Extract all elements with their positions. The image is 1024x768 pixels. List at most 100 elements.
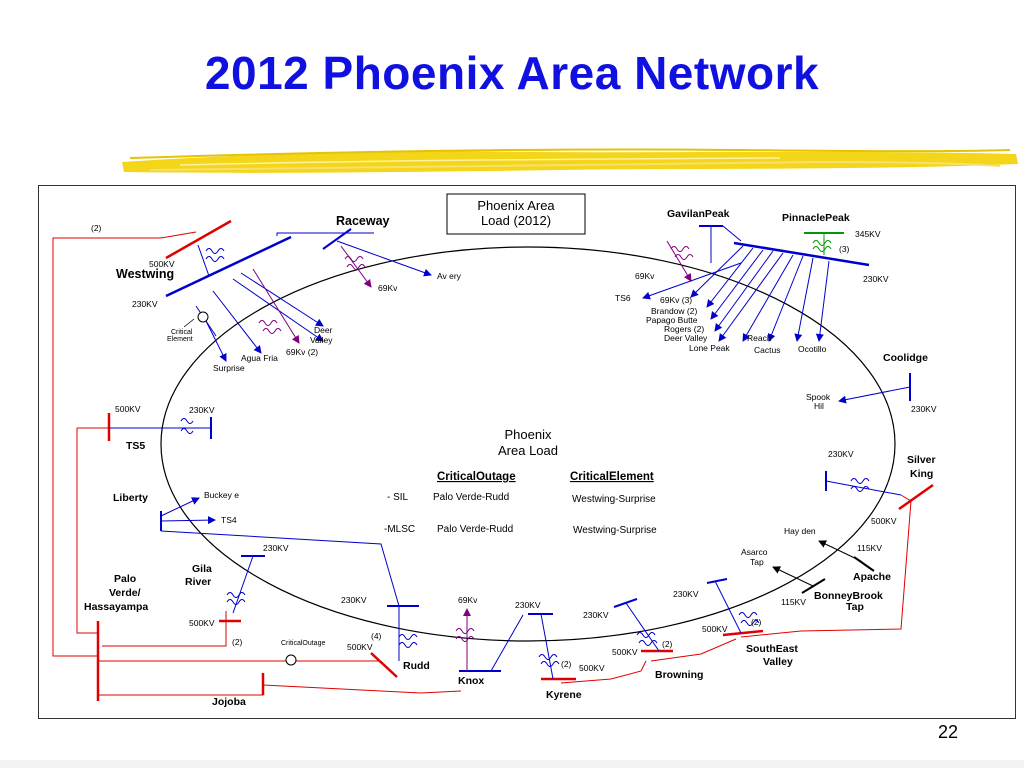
label-pinnacle-230: 230KV <box>863 274 889 284</box>
pinnacle-peak-station <box>690 232 870 342</box>
label-kyrene-230: 230KV <box>515 600 541 610</box>
label-silver-230: 230KV <box>828 449 854 459</box>
label-raceway-69: 69Kv <box>378 283 398 293</box>
row-mlsc-label: -MLSC <box>384 524 415 535</box>
station-jojoba: Jojoba <box>212 696 246 708</box>
row-mlsc-outage: Palo Verde-Rudd <box>437 524 513 535</box>
label-gila-230: 230KV <box>263 543 289 553</box>
gila-river-station <box>226 555 265 614</box>
outage-header: CriticalOutage <box>437 471 516 483</box>
label-cactus: Cactus <box>754 345 780 355</box>
label-gav-69: 69Kv <box>635 271 655 281</box>
label-ts5-500: 500KV <box>115 404 141 414</box>
label-ts4: TS4 <box>221 515 237 525</box>
station-knox: Knox <box>458 675 484 687</box>
center-label-2: Area Load <box>498 443 558 458</box>
rudd-station <box>160 530 419 661</box>
station-southeast-2: Valley <box>763 656 793 668</box>
bottom-strip <box>0 760 1024 768</box>
label-rudd-230: 230KV <box>341 595 367 605</box>
silver-king-station <box>825 471 902 496</box>
label-345kv: 345KV <box>855 229 881 239</box>
station-gila-2: River <box>185 576 211 588</box>
center-label-1: Phoenix <box>505 427 552 442</box>
red-bus-bars <box>96 219 934 701</box>
label-avery: Av ery <box>437 271 462 281</box>
label-rogers: Rogers (2) <box>664 324 704 334</box>
label-surprise: Surprise <box>213 363 245 373</box>
red-500kv-loop <box>52 231 912 696</box>
label-silver-500: 500KV <box>871 516 897 526</box>
label-se-500: 500KV <box>702 624 728 634</box>
legend-box: Phoenix Area Load (2012) <box>446 193 586 235</box>
critical-outage-marker <box>285 654 297 666</box>
label-ocotillo: Ocotillo <box>798 344 827 354</box>
label-knox-69: 69Kv <box>458 595 478 605</box>
station-silver-king-2: King <box>910 468 933 480</box>
label-bonney-115: 115KV <box>781 597 806 607</box>
label-critical-outage: CriticalOutage <box>281 640 325 647</box>
label-apache-115: 115KV <box>857 543 882 553</box>
row-sil-label: - SIL <box>387 492 409 503</box>
row-mlsc-element: Westwing-Surprise <box>573 525 657 536</box>
label-westwing-500: 500KV <box>149 259 175 269</box>
apache-station <box>772 540 875 594</box>
station-palo-verde-2: Verde/ <box>109 587 141 599</box>
station-kyrene: Kyrene <box>546 689 582 701</box>
station-bonney-1: BonneyBrook <box>814 590 883 602</box>
station-gavilan: GavilanPeak <box>667 208 730 220</box>
label-kyrene-2: (2) <box>561 659 572 669</box>
label-reach: Reach <box>747 333 772 343</box>
station-gila-1: Gila <box>192 563 212 575</box>
station-palo-verde-1: Palo <box>114 573 136 585</box>
station-silver-king-1: Silver <box>907 454 936 466</box>
label-lone-peak: Lone Peak <box>689 343 730 353</box>
label-rudd-4: (4) <box>371 631 382 641</box>
label-buckeye: Buckey e <box>204 490 239 500</box>
element-header: CriticalElement <box>570 471 654 483</box>
svg-text:Phoenix Area: Phoenix Area <box>477 198 555 213</box>
station-browning: Browning <box>655 669 703 681</box>
station-palo-verde-3: Hassayampa <box>84 601 148 613</box>
row-sil-outage: Palo Verde-Rudd <box>433 492 509 503</box>
yellow-brush-stroke <box>122 148 1018 173</box>
southeast-valley-station <box>706 578 760 634</box>
raceway-station <box>276 228 432 288</box>
label-deer-valley-w2: Valley <box>310 335 333 345</box>
label-pv-2: (2) <box>232 637 243 647</box>
station-apache: Apache <box>853 571 891 583</box>
label-asarco-2: Tap <box>750 557 764 567</box>
browning-station <box>613 598 660 652</box>
label-asarco-1: Asarco <box>741 547 768 557</box>
gavilan-peak-station <box>642 225 742 300</box>
station-liberty: Liberty <box>113 492 148 504</box>
slide-title: 2012 Phoenix Area Network <box>204 47 820 99</box>
label-browning-500: 500KV <box>612 647 638 657</box>
label-critical-element-2: Element <box>167 336 193 343</box>
label-deer-valley-n: Deer Valley <box>664 333 708 343</box>
station-raceway: Raceway <box>336 214 390 228</box>
station-ts5: TS5 <box>126 440 145 452</box>
network-diagram: Phoenix Area Load (2012) Phoenix Area Lo… <box>38 185 1016 719</box>
label-ts6: TS6 <box>615 293 631 303</box>
liberty-station <box>160 497 216 531</box>
label-spook-2: Hil <box>814 401 824 411</box>
station-rudd: Rudd <box>403 660 430 672</box>
label-kyrene-500: 500KV <box>579 663 605 673</box>
label-agua-fria: Agua Fria <box>241 353 278 363</box>
label-deer-valley-w1: Deer <box>314 325 333 335</box>
label-westwing-230: 230KV <box>132 299 158 309</box>
phoenix-load-ellipse <box>160 246 896 642</box>
label-ts5-230: 230KV <box>189 405 215 415</box>
svg-text:Load (2012): Load (2012) <box>481 213 551 228</box>
station-southeast-1: SouthEast <box>746 643 798 655</box>
station-westwing: Westwing <box>116 267 174 281</box>
label-se-230: 230KV <box>673 589 699 599</box>
label-three: (3) <box>839 244 850 254</box>
label-browning-230: 230KV <box>583 610 609 620</box>
knox-station <box>455 608 524 672</box>
label-69kv-2-west: 69Kv (2) <box>286 347 318 357</box>
coolidge-station <box>838 373 911 404</box>
label-spook-1: Spook <box>806 392 831 402</box>
label-coolidge-230: 230KV <box>911 404 937 414</box>
